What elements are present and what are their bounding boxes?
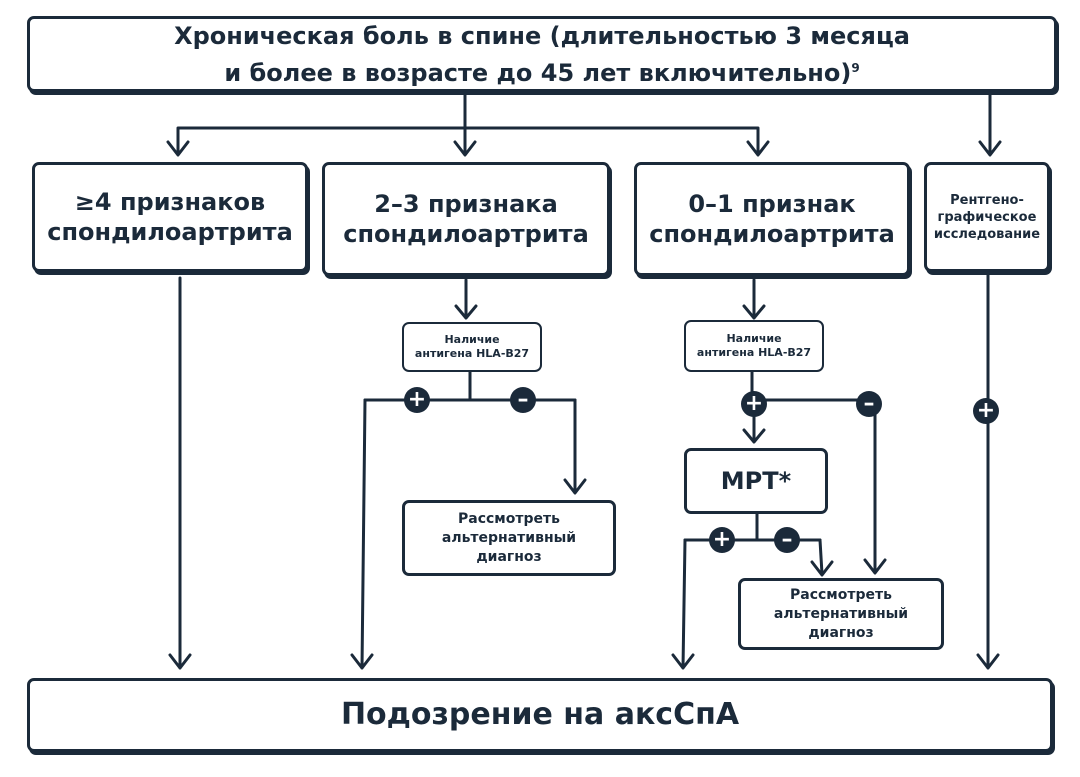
minus-icon-hla-2: – — [856, 391, 882, 417]
category-4-plus-line-1: ≥4 признаков — [74, 188, 266, 216]
top-line-1: Хроническая боль в спине (длительностью … — [174, 21, 910, 50]
alt-2-line-3: диагноз — [808, 624, 874, 641]
hla-b27-box-1: Наличие антигена HLA-B27 — [402, 322, 542, 372]
mri-box: МРТ* — [684, 448, 828, 514]
hla-b27-box-2: Наличие антигена HLA-B27 — [684, 320, 824, 372]
category-4-plus-box: ≥4 признаков спондилоартрита — [32, 162, 308, 272]
plus-icon-hla-2: + — [741, 391, 767, 417]
xray-line-3: исследование — [933, 226, 1041, 242]
top-line-2-text: и более в возрасте до 45 лет включительн… — [224, 58, 852, 87]
alt-2-line-2: альтернативный — [773, 605, 909, 622]
category-2-3-line-1: 2–3 признака — [374, 190, 558, 218]
plus-icon-hla-1: + — [404, 387, 430, 413]
minus-icon-hla-1: – — [510, 387, 536, 413]
hla-b27-1-line-2: антигена HLA-B27 — [414, 347, 530, 360]
hla-b27-2-line-1: Наличие — [726, 332, 782, 345]
alt-1-line-3: диагноз — [476, 548, 542, 565]
xray-box: Рентгено- графическое исследование — [924, 162, 1050, 272]
bottom-label: Подозрение на аксСпА — [340, 697, 740, 732]
category-2-3-box: 2–3 признака спондилоартрита — [322, 162, 610, 276]
bottom-box: Подозрение на аксСпА — [27, 678, 1053, 752]
xray-line-1: Рентгено- — [950, 192, 1024, 208]
alt-1-line-1: Рассмотреть — [458, 510, 560, 527]
category-4-plus-line-2: спондилоартрита — [47, 218, 293, 246]
category-0-1-line-2: спондилоартрита — [649, 220, 895, 248]
hla-b27-2-line-2: антигена HLA-B27 — [696, 346, 812, 359]
plus-icon-xray: + — [973, 398, 999, 424]
minus-icon-mri: – — [774, 527, 800, 553]
mri-label: МРТ* — [720, 467, 792, 495]
alt-2-line-1: Рассмотреть — [790, 586, 892, 603]
alternative-diagnosis-box-1: Рассмотреть альтернативный диагноз — [402, 500, 616, 576]
alternative-diagnosis-box-2: Рассмотреть альтернативный диагноз — [738, 578, 944, 650]
category-0-1-line-1: 0–1 признак — [688, 190, 856, 218]
plus-icon-mri: + — [709, 527, 735, 553]
category-0-1-box: 0–1 признак спондилоартрита — [634, 162, 910, 276]
alt-1-line-2: альтернативный — [441, 529, 577, 546]
xray-line-2: графическое — [937, 209, 1037, 225]
category-2-3-line-2: спондилоартрита — [343, 220, 589, 248]
hla-b27-1-line-1: Наличие — [444, 333, 500, 346]
top-box: Хроническая боль в спине (длительностью … — [27, 16, 1057, 92]
top-line-2: и более в возрасте до 45 лет включительн… — [174, 52, 910, 89]
footnote-9: 9 — [851, 60, 860, 75]
